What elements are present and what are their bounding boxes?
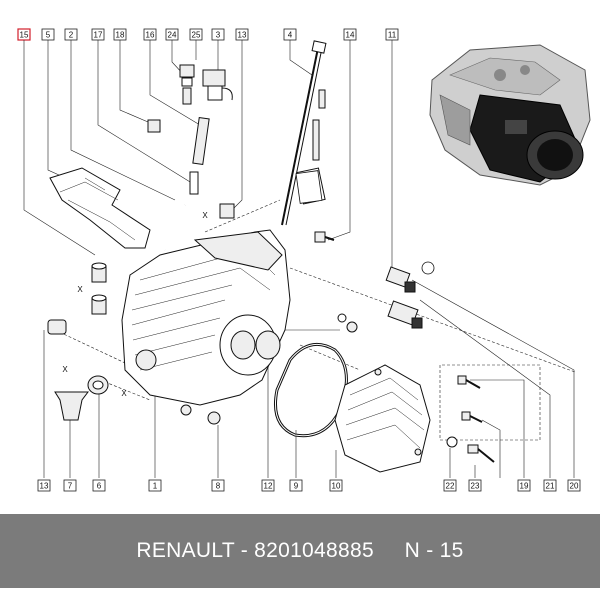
callout-box <box>148 479 162 492</box>
callout-number: 5 <box>46 30 51 39</box>
callout-20: 20 <box>567 479 581 492</box>
callout-box <box>63 479 77 492</box>
callout-6: 6 <box>92 479 106 492</box>
callout-number: 10 <box>332 481 341 490</box>
callout-9: 9 <box>289 479 303 492</box>
callout-number: 19 <box>520 481 529 490</box>
callout-14: 14 <box>343 28 357 41</box>
axis-mark: X <box>202 211 208 220</box>
axis-markers: X X X X <box>62 211 208 398</box>
callout-13: 13 <box>235 28 249 41</box>
callout-number: 1 <box>153 481 158 490</box>
part-number-banner: RENAULT - 8201048885 N - 15 <box>0 514 600 588</box>
callout-box <box>261 479 275 492</box>
callout-5: 5 <box>41 28 55 41</box>
axis-mark: X <box>121 389 127 398</box>
callout-number: 16 <box>146 30 155 39</box>
callout-4: 4 <box>283 28 297 41</box>
callout-box <box>211 479 225 492</box>
callout-8: 8 <box>211 479 225 492</box>
callout-25: 25 <box>189 28 203 41</box>
callout-1: 1 <box>148 479 162 492</box>
callout-3: 3 <box>211 28 225 41</box>
callout-number: 3 <box>216 30 221 39</box>
callout-box <box>567 479 581 492</box>
callout-number: 15 <box>20 30 29 39</box>
callout-number: 14 <box>346 30 355 39</box>
banner-text: RENAULT - 8201048885 N - 15 <box>136 539 464 562</box>
top-callouts: 15 5 2 17 18 16 24 25 3 13 4 14 11 <box>17 28 399 41</box>
axis-mark: X <box>62 365 68 374</box>
callout-number: 23 <box>471 481 480 490</box>
callout-number: 4 <box>288 30 293 39</box>
gearbox-photo-inset <box>429 44 591 186</box>
callout-11: 11 <box>385 28 399 41</box>
callout-box <box>289 479 303 492</box>
callout-number: 25 <box>192 30 201 39</box>
callout-16: 16 <box>143 28 157 41</box>
bottom-callouts: 13 7 6 1 8 12 9 10 22 23 19 21 20 <box>37 479 581 492</box>
callout-18: 18 <box>113 28 127 41</box>
callout-number: 13 <box>40 481 49 490</box>
callout-number: 17 <box>94 30 103 39</box>
breather-parts <box>147 64 235 251</box>
gearbox-housing <box>121 229 291 425</box>
callout-10: 10 <box>329 479 343 492</box>
callout-number: 2 <box>69 30 74 39</box>
callout-number: 11 <box>388 30 397 39</box>
callout-number: 24 <box>168 30 177 39</box>
callout-box <box>517 479 531 492</box>
axis-mark: X <box>77 285 83 294</box>
end-cover <box>334 364 431 473</box>
shield-plate <box>49 167 151 249</box>
callout-number: 20 <box>570 481 579 490</box>
callout-13: 13 <box>37 479 51 492</box>
callout-23: 23 <box>468 479 482 492</box>
callout-2: 2 <box>64 28 78 41</box>
callout-12: 12 <box>261 479 275 492</box>
callout-number: 9 <box>294 481 299 490</box>
right-small-parts <box>314 231 495 463</box>
callout-number: 7 <box>68 481 73 490</box>
left-small-parts <box>47 262 109 421</box>
callout-24: 24 <box>165 28 179 41</box>
manual-booklet <box>295 170 323 204</box>
callout-box <box>443 479 457 492</box>
callout-box <box>92 479 106 492</box>
callout-box <box>329 479 343 492</box>
callout-number: 13 <box>238 30 247 39</box>
callout-22: 22 <box>443 479 457 492</box>
callout-box <box>543 479 557 492</box>
callout-17: 17 <box>91 28 105 41</box>
callout-number: 8 <box>216 481 221 490</box>
callout-number: 6 <box>97 481 102 490</box>
callout-15: 15 <box>17 28 31 41</box>
callout-number: 12 <box>264 481 273 490</box>
callout-number: 21 <box>546 481 555 490</box>
callout-19: 19 <box>517 479 531 492</box>
callout-box <box>37 479 51 492</box>
callout-7: 7 <box>63 479 77 492</box>
callout-number: 18 <box>116 30 125 39</box>
callout-number: 22 <box>446 481 455 490</box>
callout-21: 21 <box>543 479 557 492</box>
callout-box <box>468 479 482 492</box>
